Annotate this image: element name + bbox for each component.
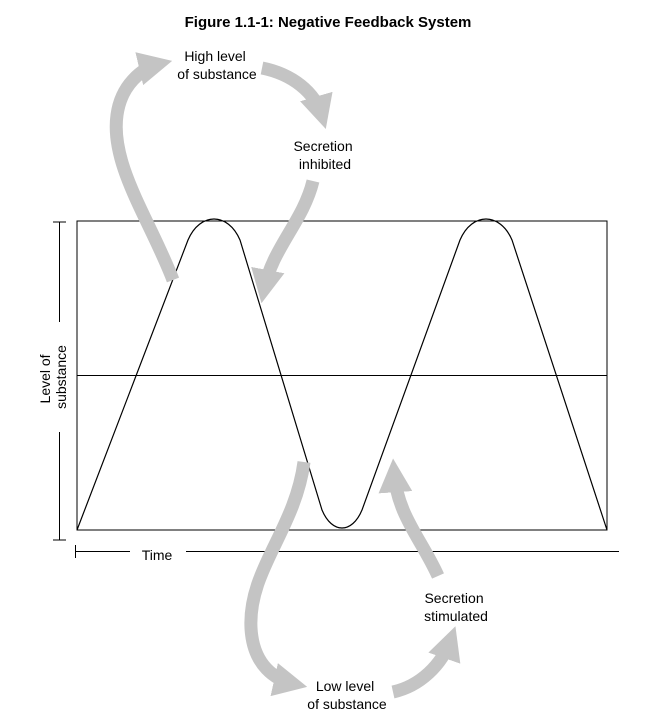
low-level-label: Low level of substance (307, 678, 387, 712)
secretion-stimulated-label-line-1: Secretion (424, 590, 483, 606)
rising-level-arrow (109, 52, 180, 283)
substance-level-curve (76, 218, 608, 531)
secretion-inhibited-label-line-2: inhibited (299, 156, 351, 172)
stimulation-arrow (391, 626, 461, 699)
x-axis (75, 545, 619, 558)
high-level-label-line-1: High level (184, 48, 245, 64)
secretion-stimulated-label-line-2: stimulated (424, 608, 488, 624)
high-level-label-line-2: of substance (177, 66, 257, 82)
high-level-label: High level of substance (177, 48, 257, 82)
low-level-label-line-2: of substance (307, 696, 387, 712)
feedback-arrows (109, 52, 461, 699)
y-axis (53, 221, 66, 541)
low-level-label-line-1: Low level (316, 678, 374, 694)
secretion-inhibited-label: Secretion inhibited (293, 138, 356, 172)
y-axis-label-line-1: Level of (37, 354, 53, 403)
falling-level-arrow (251, 179, 320, 304)
x-axis-label: Time (142, 547, 173, 563)
secretion-stimulated-label: Secretion stimulated (424, 590, 488, 624)
rising-from-low-arrow (378, 458, 444, 579)
falling-to-low-arrow (244, 461, 311, 697)
figure-title: Figure 1.1-1: Negative Feedback System (185, 14, 472, 31)
y-axis-label-line-2: substance (53, 345, 69, 409)
inhibition-arrow (260, 61, 333, 129)
y-axis-label: Level of substance (37, 345, 69, 409)
secretion-inhibited-label-line-1: Secretion (293, 138, 352, 154)
